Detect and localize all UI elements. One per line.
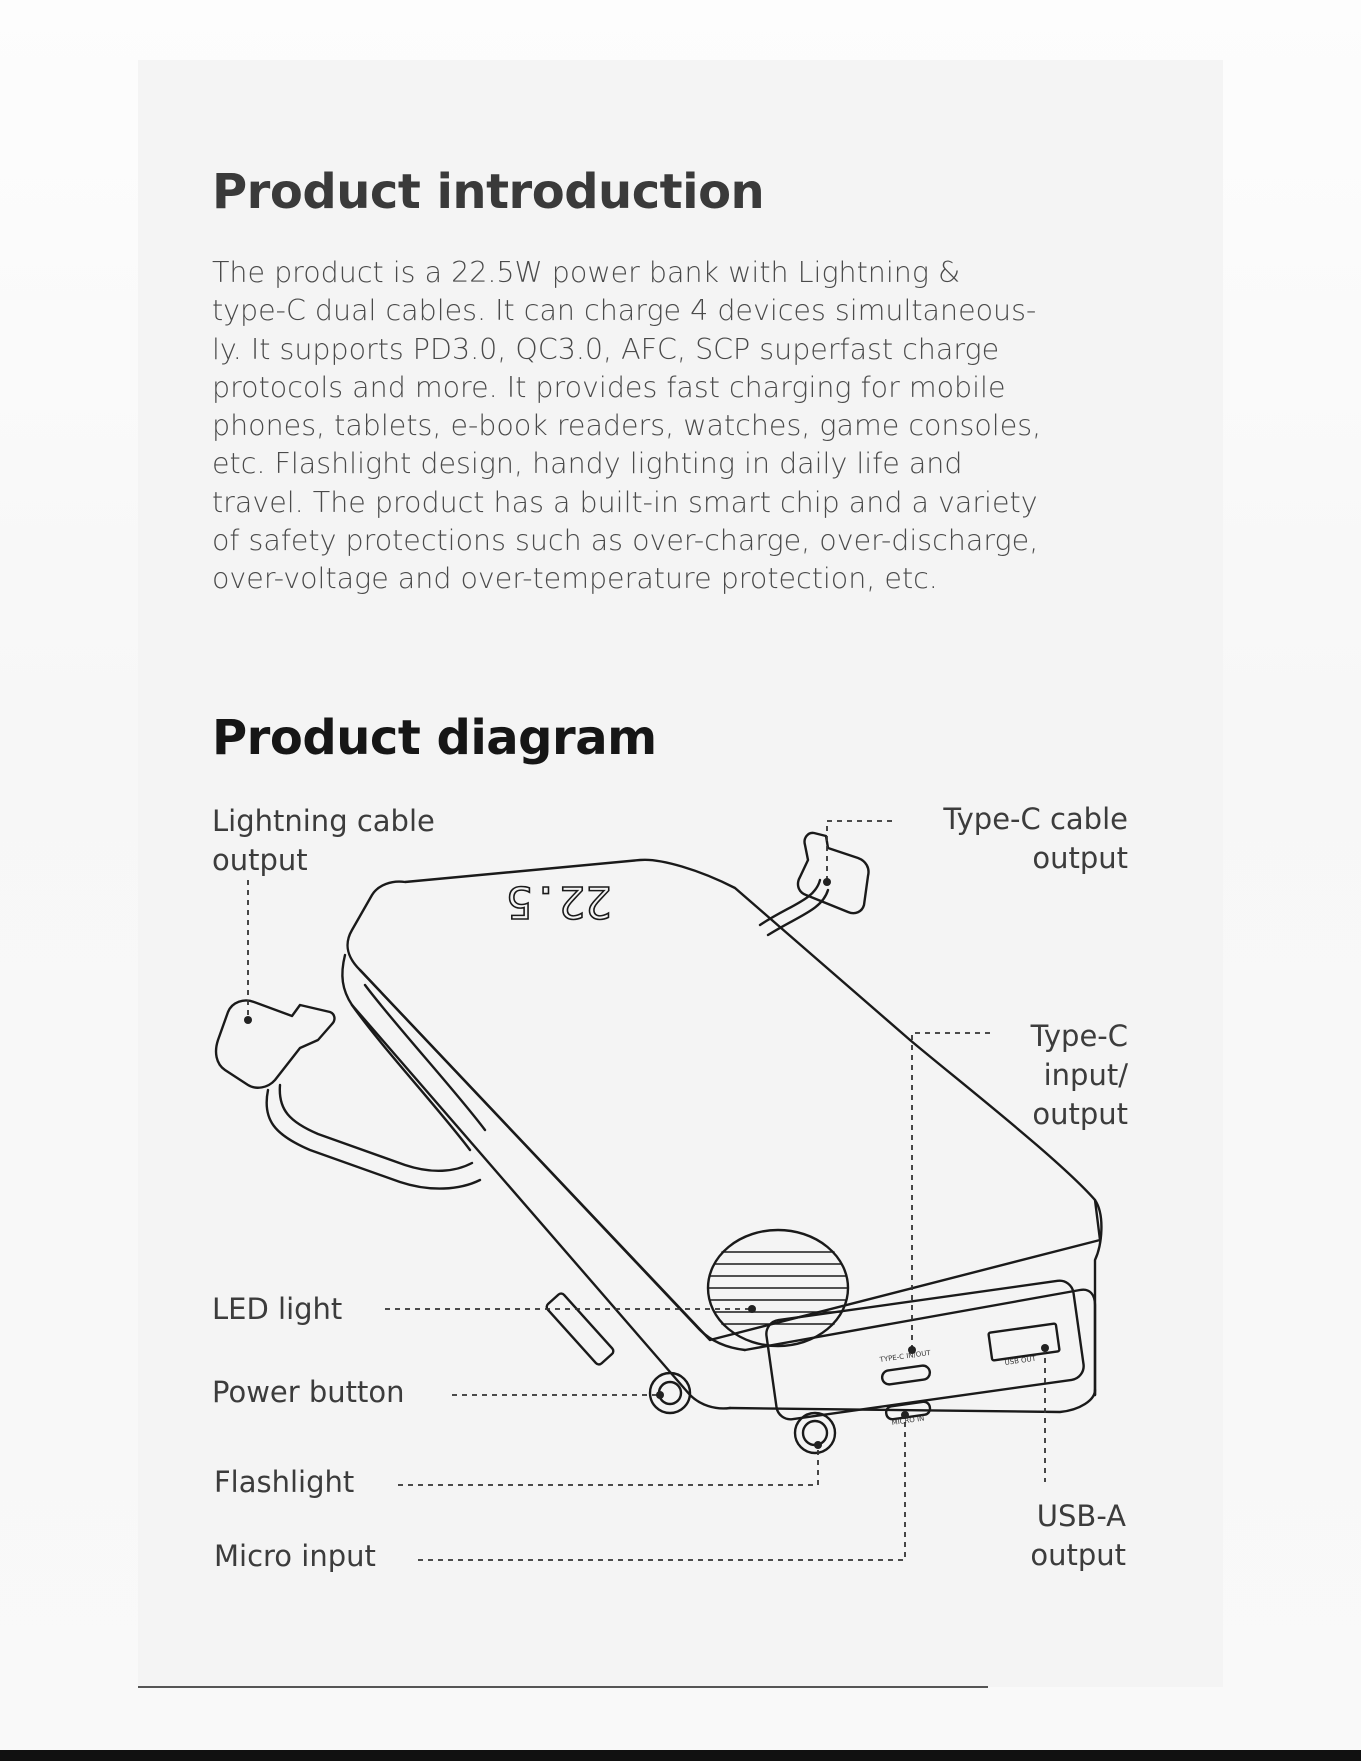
intro-line: phones, tablets, e-book readers, watches… bbox=[212, 409, 1042, 443]
leader-typec-io bbox=[911, 1032, 990, 1350]
scan-bottom-edge bbox=[0, 1750, 1361, 1761]
lightning-cable-cord bbox=[265, 1088, 482, 1190]
product-introduction-title: Product introduction bbox=[212, 164, 765, 220]
leader-micro bbox=[418, 1415, 906, 1561]
paper-sheet bbox=[138, 60, 1223, 1687]
intro-line: type-C dual cables. It can charge 4 devi… bbox=[212, 294, 1037, 328]
label-typec-input-output: Type-C input/ output bbox=[1031, 1017, 1128, 1134]
lightning-cable-head bbox=[214, 999, 336, 1089]
intro-line: etc. Flashlight design, handy lighting i… bbox=[212, 447, 963, 481]
usb-a-port bbox=[987, 1322, 1061, 1362]
label-typec-cable-output: Type-C cable output bbox=[943, 800, 1128, 878]
micro-port bbox=[884, 1400, 932, 1421]
intro-line: ly. It supports PD3.0, QC3.0, AFC, SCP s… bbox=[212, 332, 1000, 366]
flashlight-slot bbox=[545, 1292, 615, 1366]
port-panel bbox=[765, 1279, 1085, 1421]
label-micro-input: Micro input bbox=[214, 1539, 376, 1573]
label-line: Type-C bbox=[1030, 1019, 1128, 1053]
leader-typec-cable bbox=[826, 820, 892, 880]
label-power-button: Power button bbox=[212, 1375, 405, 1409]
label-usb-a-output: USB-A output bbox=[1030, 1497, 1126, 1575]
typec-port-text: TYPE-C IN/OUT bbox=[878, 1349, 932, 1364]
label-led-light: LED light bbox=[212, 1292, 343, 1326]
label-line: output bbox=[1030, 1538, 1126, 1572]
label-line: USB-A bbox=[1036, 1499, 1126, 1533]
led-grille-lines bbox=[708, 1251, 848, 1325]
label-lightning-cable-output: Lightning cable output bbox=[212, 802, 435, 880]
typec-cable-head bbox=[796, 831, 870, 915]
led-light-grille bbox=[706, 1228, 850, 1348]
intro-line: of safety protections such as over-charg… bbox=[212, 524, 1039, 558]
typec-cable-cord bbox=[758, 878, 822, 927]
label-line: Lightning cable bbox=[212, 804, 435, 838]
flashlight-lens bbox=[793, 1411, 837, 1455]
label-line: input/ bbox=[1043, 1058, 1128, 1092]
callout-dots bbox=[244, 878, 1049, 1449]
leader-flashlight bbox=[398, 1445, 819, 1486]
intro-line: The product is a 22.5W power bank with L… bbox=[212, 256, 961, 289]
battery-display: 22.5 bbox=[506, 876, 612, 927]
label-flashlight: Flashlight bbox=[214, 1465, 355, 1499]
label-line: output bbox=[212, 843, 308, 877]
callout-leaders bbox=[247, 820, 1046, 1561]
intro-line: travel. The product has a built-in smart… bbox=[212, 485, 1038, 519]
product-diagram-title: Product diagram bbox=[212, 710, 657, 766]
label-line: output bbox=[1032, 1097, 1128, 1131]
usb-port-text: USB OUT bbox=[1004, 1355, 1037, 1367]
page-bottom-rule bbox=[138, 1686, 988, 1688]
product-introduction-text: The product is a 22.5W power bank with L… bbox=[212, 254, 1132, 599]
label-line: output bbox=[1032, 841, 1128, 875]
intro-line: protocols and more. It provides fast cha… bbox=[212, 370, 1006, 404]
intro-line: over-voltage and over-temperature protec… bbox=[212, 562, 938, 596]
label-line: Type-C cable bbox=[943, 802, 1128, 836]
power-button-icon bbox=[648, 1371, 692, 1415]
typec-port bbox=[880, 1364, 932, 1386]
